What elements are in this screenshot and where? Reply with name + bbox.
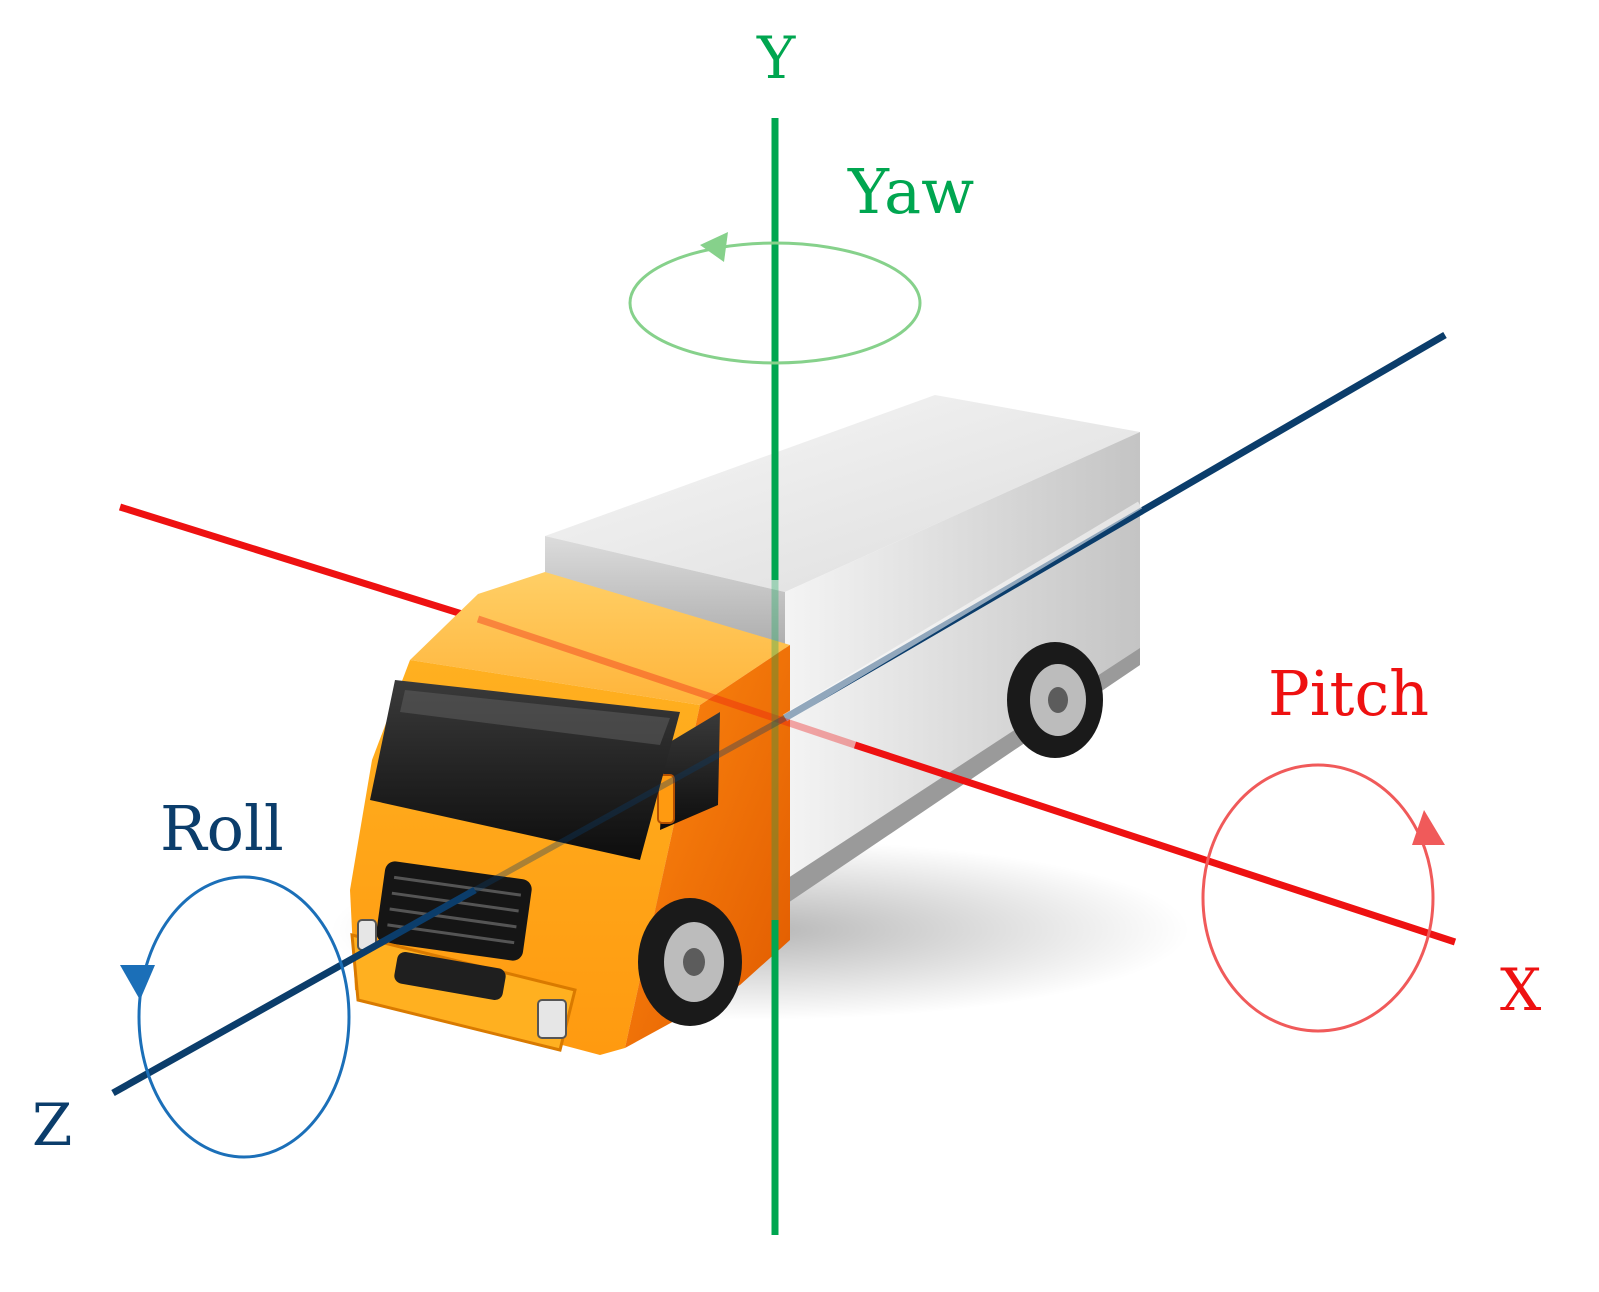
z-axis-label: Z bbox=[32, 1091, 72, 1159]
yaw-rotation-arrow bbox=[628, 232, 922, 365]
yaw-label: Yaw bbox=[847, 155, 974, 228]
x-axis-label: X bbox=[1500, 956, 1542, 1024]
x-axis-line bbox=[853, 741, 1457, 946]
pitch-label: Pitch bbox=[1268, 657, 1429, 730]
x-axis-line-back bbox=[118, 503, 480, 623]
roll-rotation-arrow bbox=[120, 875, 351, 1159]
roll-label: Roll bbox=[160, 792, 284, 865]
y-axis-label: Y bbox=[756, 24, 796, 92]
truck-icon bbox=[350, 395, 1140, 1055]
z-axis-line bbox=[111, 886, 477, 1097]
pitch-rotation-arrow bbox=[1201, 763, 1445, 1033]
